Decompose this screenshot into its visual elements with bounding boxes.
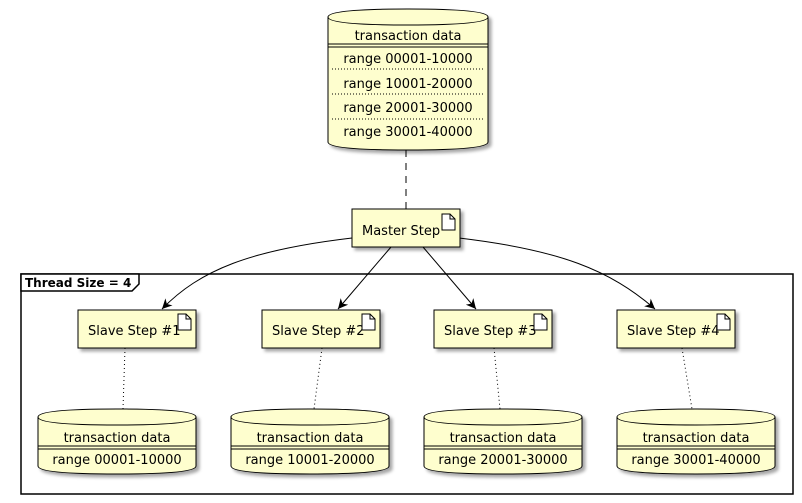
slave-1-db-connector [122,347,126,410]
slave-3-db-title: transaction data [450,431,557,446]
slave-4-db-connector [681,347,693,410]
slave-2-database: transaction data range 10001-20000 [230,408,390,475]
top-database-range-3: range 20001-30000 [343,101,472,116]
arrow-to-slave-4 [458,237,656,310]
slave-3-db-range: range 20001-30000 [438,453,567,468]
slave-step-1-label: Slave Step #1 [88,324,181,339]
slave-2-db-title: transaction data [257,431,364,446]
document-icon [361,313,376,331]
top-database-range-2: range 10001-20000 [343,77,472,92]
slave-4-database: transaction data range 30001-40000 [616,408,776,475]
top-database-title: transaction data [355,29,462,44]
top-database-range-4: range 30001-40000 [343,125,472,140]
thread-frame: Thread Size = 4 [20,273,794,495]
document-icon [177,313,192,331]
top-database: transaction data range 00001-10000 range… [327,8,489,151]
slave-1-db-title: transaction data [64,431,171,446]
arrow-to-slave-2 [337,246,392,310]
slave-step-3-label: Slave Step #3 [444,324,537,339]
slave-step-1: Slave Step #1 [77,309,197,349]
slave-step-4-label: Slave Step #4 [627,324,720,339]
slave-4-db-title: transaction data [643,431,750,446]
arrow-to-slave-1 [161,237,353,310]
document-icon [716,313,731,331]
master-step-label: Master Step [362,224,440,239]
master-step-node: Master Step [351,208,461,248]
slave-3-db-connector [493,347,501,410]
slave-step-4: Slave Step #4 [616,309,736,349]
top-database-range-1: range 00001-10000 [343,52,472,67]
slave-step-3: Slave Step #3 [433,309,553,349]
slave-3-database: transaction data range 20001-30000 [423,408,583,475]
slave-4-db-range: range 30001-40000 [631,453,760,468]
slave-2-db-range: range 10001-20000 [245,453,374,468]
master-to-slave-arrows [161,237,656,310]
thread-frame-label: Thread Size = 4 [25,276,131,290]
document-icon [441,213,456,231]
slave-step-2: Slave Step #2 [261,309,381,349]
document-icon [533,313,548,331]
slave-2-db-connector [313,347,323,410]
slave-1-database: transaction data range 00001-10000 [37,408,197,475]
arrow-to-slave-3 [422,246,477,310]
slave-1-db-range: range 00001-10000 [52,453,181,468]
slave-step-2-label: Slave Step #2 [272,324,365,339]
